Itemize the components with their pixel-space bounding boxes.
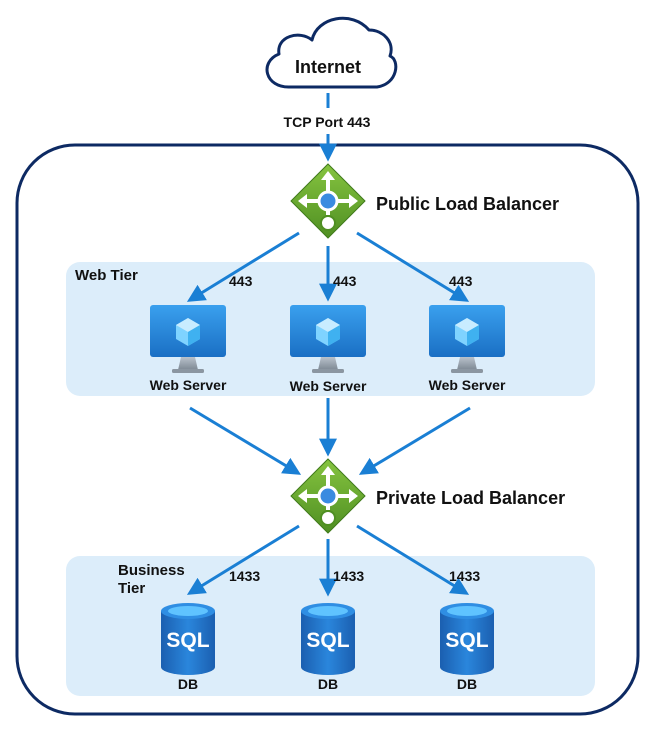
db-label: DB xyxy=(317,676,339,692)
business-tier-label-line2: Tier xyxy=(118,580,146,597)
cloud-icon xyxy=(265,16,398,89)
db-label: DB xyxy=(456,676,478,692)
business-tier-label-line1: Business xyxy=(118,562,185,579)
virtual-machine-icon xyxy=(150,305,226,373)
arrow-web3-to-private-lb xyxy=(358,406,471,475)
virtual-machine-icon xyxy=(429,305,505,373)
port-label: 443 xyxy=(333,273,357,289)
arrow-lb-to-web1 xyxy=(186,231,300,302)
arrow-private-lb-to-db1 xyxy=(186,524,300,595)
edge-label: TCP Port 443 xyxy=(283,114,371,130)
web-tier-label: Web Tier xyxy=(75,267,138,284)
web-server-label: Web Server xyxy=(289,378,367,394)
public-lb-label: Public Load Balancer xyxy=(376,194,560,214)
arrow-private-lb-to-db3 xyxy=(356,524,470,595)
port-label: 443 xyxy=(449,273,473,289)
private-lb-label: Private Load Balancer xyxy=(376,488,566,508)
db-label: DB xyxy=(177,676,199,692)
sql-icon-text: SQL xyxy=(306,629,349,652)
web-server-label: Web Server xyxy=(149,377,227,393)
sql-database-icon: SQL xyxy=(301,603,355,675)
internet-label: Internet xyxy=(294,57,362,77)
sql-icon-text: SQL xyxy=(445,629,488,652)
port-label: 1433 xyxy=(229,568,261,584)
arrow-web1-to-private-lb xyxy=(189,406,302,475)
connection-arrows xyxy=(186,93,471,597)
sql-database-icon: SQL xyxy=(161,603,215,675)
sql-icon-text: SQL xyxy=(166,629,209,652)
port-label: 1433 xyxy=(449,568,481,584)
port-label: 1433 xyxy=(333,568,365,584)
virtual-machine-icon xyxy=(290,305,366,373)
load-balancer-icon xyxy=(290,163,366,239)
load-balancer-icon xyxy=(290,458,366,534)
web-server-label: Web Server xyxy=(428,377,506,393)
port-label: 443 xyxy=(229,273,253,289)
sql-database-icon: SQL xyxy=(440,603,494,675)
arrow-lb-to-web3 xyxy=(356,231,470,302)
